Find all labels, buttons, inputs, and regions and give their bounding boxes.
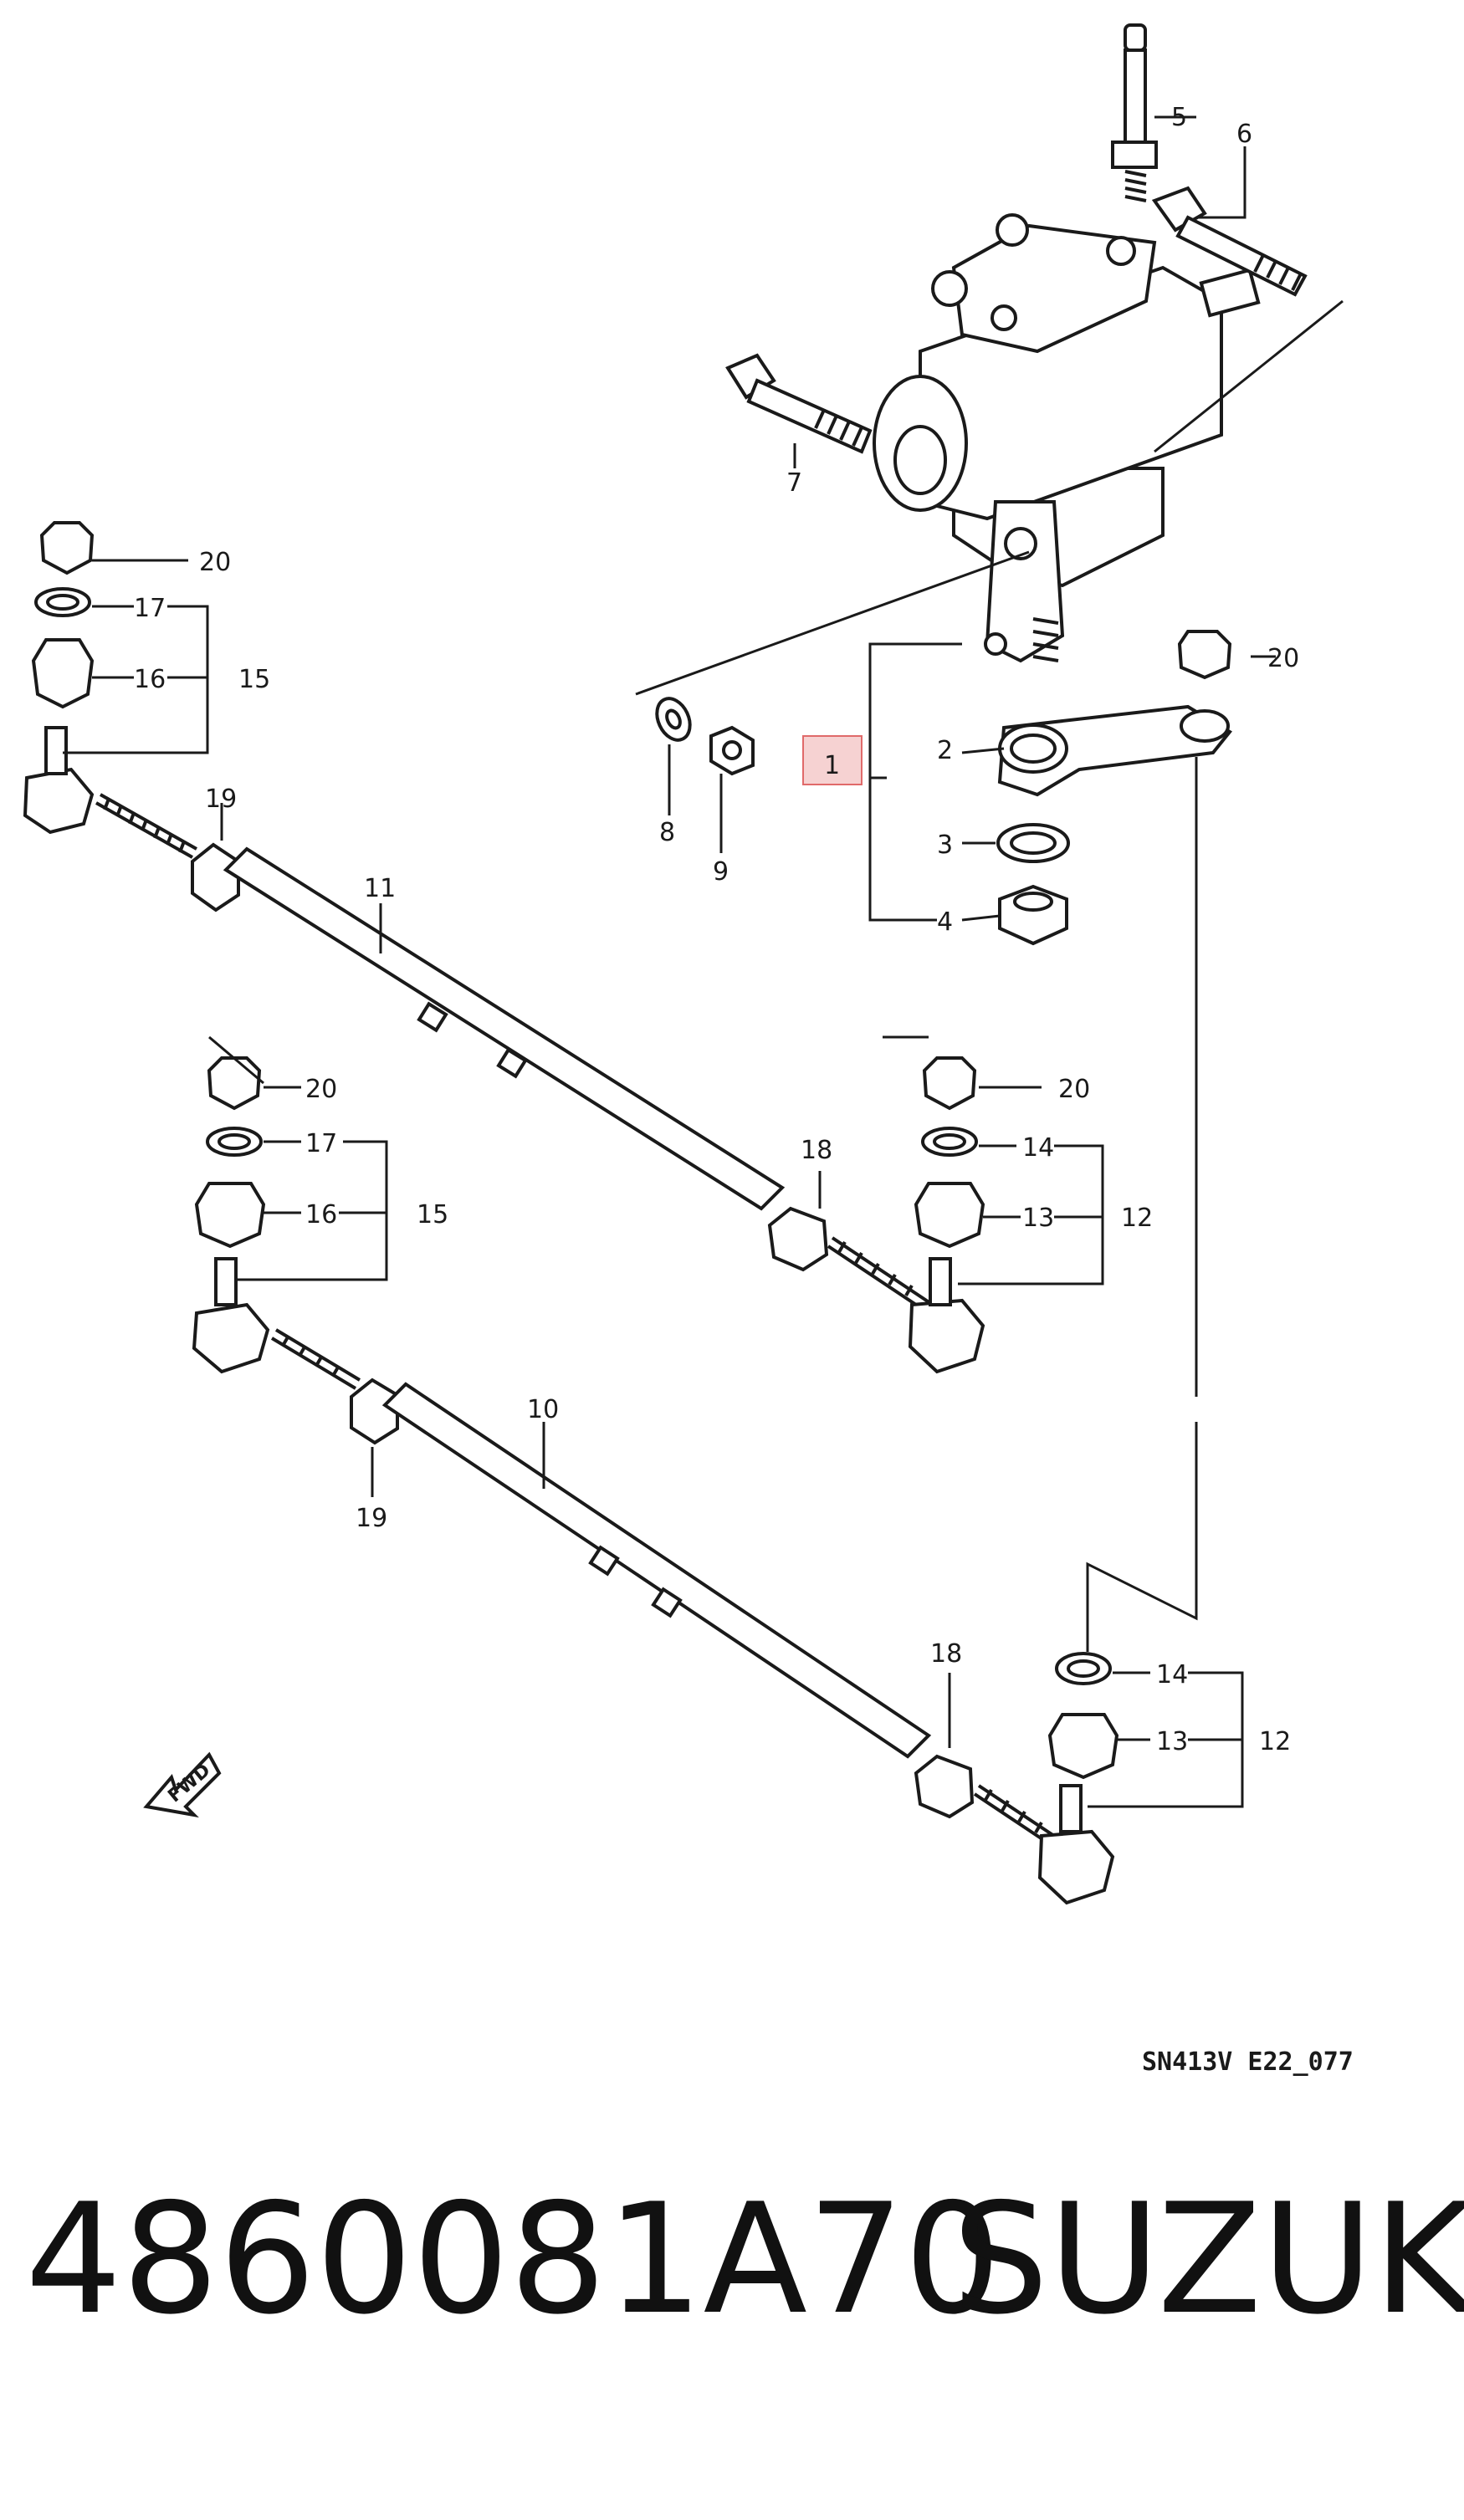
kit-15-lower bbox=[194, 1056, 266, 1249]
nut-9 bbox=[709, 725, 755, 776]
callout-4: 4 bbox=[937, 907, 953, 937]
callout-18-upper: 18 bbox=[801, 1136, 832, 1165]
leader-lines bbox=[63, 115, 1344, 1808]
callout-17-upper: 17 bbox=[134, 594, 166, 623]
castle-nut-20-right bbox=[1177, 630, 1232, 680]
callout-15-upper: 15 bbox=[238, 665, 270, 694]
callout-20-upper-left: 20 bbox=[199, 548, 231, 577]
callout-6: 6 bbox=[1236, 120, 1252, 149]
callout-19-lower: 19 bbox=[356, 1504, 387, 1533]
callout-18-lower: 18 bbox=[930, 1639, 962, 1669]
callout-11: 11 bbox=[364, 874, 396, 903]
callout-14-upper: 14 bbox=[1022, 1133, 1054, 1163]
callout-12-upper: 12 bbox=[1121, 1204, 1153, 1233]
callout-19-upper: 19 bbox=[205, 785, 237, 814]
kit-15-upper bbox=[31, 521, 95, 709]
callout-15-lower: 15 bbox=[417, 1200, 448, 1229]
callout-14-lower: 14 bbox=[1156, 1660, 1188, 1689]
callout-10: 10 bbox=[527, 1395, 559, 1424]
parts-diagram: 1 2 3 4 5 6 7 8 9 10 11 12 12 13 13 14 1… bbox=[23, 23, 1354, 2077]
washer-3 bbox=[996, 823, 1070, 863]
callout-8: 8 bbox=[659, 818, 675, 847]
fwd-arrow: FWD bbox=[143, 1751, 222, 1818]
callout-9: 9 bbox=[713, 857, 729, 887]
callout-17-lower: 17 bbox=[305, 1129, 337, 1158]
drawing-code: SN413V E22_077 bbox=[1142, 2047, 1354, 2077]
callout-16-upper: 16 bbox=[134, 665, 166, 694]
callout-16-lower: 16 bbox=[305, 1200, 337, 1229]
callout-7: 7 bbox=[786, 468, 802, 498]
bolt-6 bbox=[1151, 186, 1308, 297]
caption-bar: 4860081A70 SUZUKI bbox=[0, 2183, 1464, 2434]
callout-5: 5 bbox=[1171, 103, 1187, 132]
callout-20-lower-left: 20 bbox=[305, 1075, 337, 1104]
kit-12-upper bbox=[914, 1056, 985, 1249]
steering-gear-box bbox=[873, 213, 1261, 663]
callout-13-upper: 13 bbox=[1022, 1204, 1054, 1233]
tie-rod-10 bbox=[192, 1257, 1115, 1905]
callout-2: 2 bbox=[937, 736, 953, 765]
bolt-7 bbox=[725, 353, 873, 454]
tie-rod-11 bbox=[23, 726, 985, 1374]
kit-12-lower bbox=[1047, 1652, 1119, 1780]
callout-13-lower: 13 bbox=[1156, 1727, 1188, 1756]
callout-1: 1 bbox=[824, 751, 840, 780]
brand-name: SUZUKI bbox=[952, 2170, 1464, 2348]
washer-8 bbox=[655, 697, 692, 742]
part-number: 4860081A70 bbox=[25, 2170, 1001, 2348]
bolt-5 bbox=[1111, 23, 1158, 202]
callout-3: 3 bbox=[937, 831, 953, 860]
nut-4 bbox=[998, 884, 1068, 946]
pitman-arm-2 bbox=[997, 704, 1232, 797]
callout-20-right: 20 bbox=[1267, 644, 1299, 673]
callout-20-middle-right: 20 bbox=[1058, 1075, 1090, 1104]
highlight-box bbox=[802, 735, 863, 785]
callout-12-lower: 12 bbox=[1259, 1727, 1291, 1756]
